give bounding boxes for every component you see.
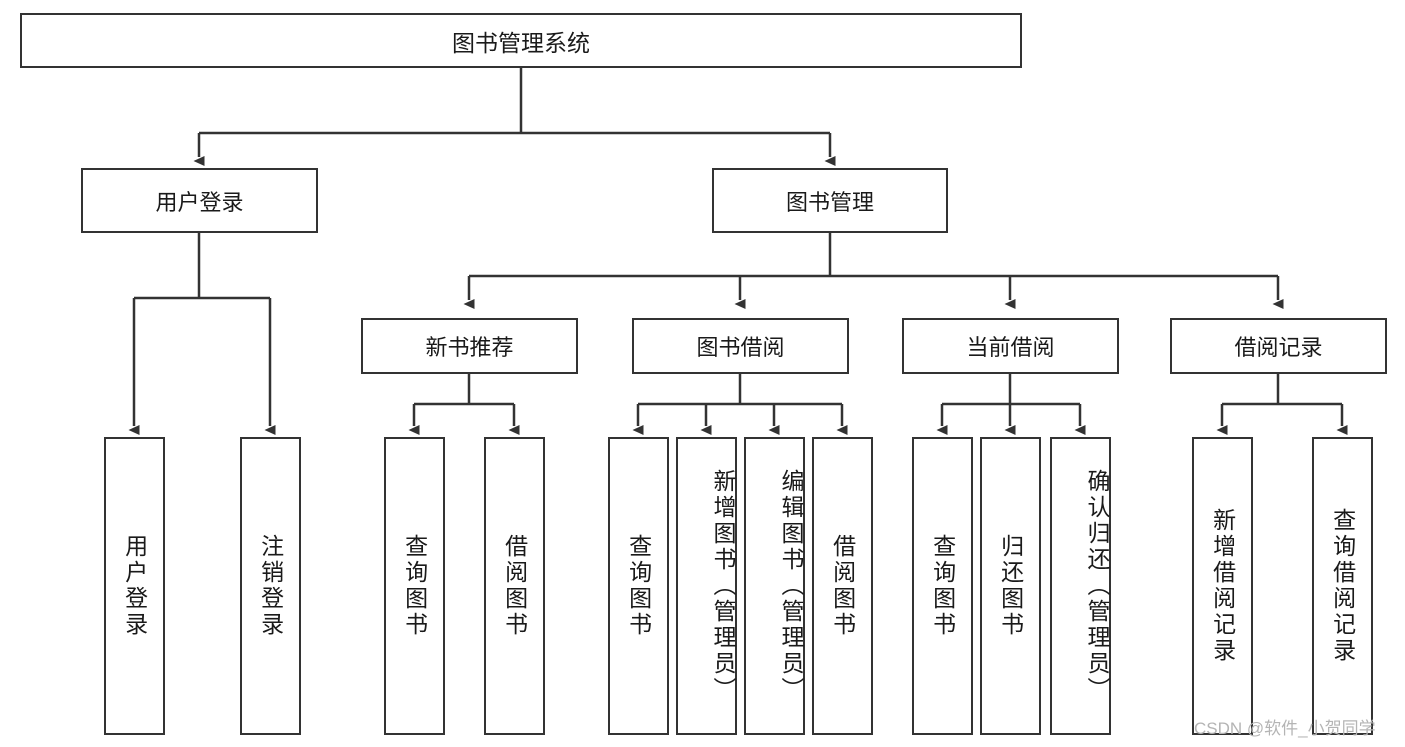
- node-leaf-edit-book-admin[interactable]: 编辑图书（管理员）: [744, 437, 805, 735]
- node-label: 新书推荐: [425, 335, 514, 360]
- node-label: 用户登录: [155, 189, 244, 215]
- node-label: 借阅图书: [501, 534, 528, 638]
- node-new-book-recommendation[interactable]: 新书推荐: [361, 318, 578, 374]
- node-label: 图书借阅: [696, 335, 785, 360]
- node-label: 查询图书: [401, 534, 428, 638]
- node-label: 注销登录: [257, 534, 284, 638]
- node-borrow-records[interactable]: 借阅记录: [1170, 318, 1387, 374]
- node-book-borrowing[interactable]: 图书借阅: [632, 318, 849, 374]
- node-leaf-user-login[interactable]: 用户登录: [104, 437, 165, 735]
- node-label: 借阅记录: [1234, 335, 1323, 360]
- node-root-book-management-system[interactable]: 图书管理系统: [20, 13, 1022, 68]
- csdn-watermark: CSDN @软件_小贺同学: [1194, 719, 1376, 738]
- node-user-login[interactable]: 用户登录: [81, 168, 318, 233]
- node-label: 查询图书: [625, 534, 652, 638]
- node-label: 当前借阅: [966, 335, 1055, 360]
- node-leaf-return-book[interactable]: 归还图书: [980, 437, 1041, 735]
- node-label: 查询图书: [929, 534, 956, 638]
- node-leaf-confirm-return-admin[interactable]: 确认归还（管理员）: [1050, 437, 1111, 735]
- node-book-management[interactable]: 图书管理: [712, 168, 948, 233]
- node-label: 图书管理系统: [452, 29, 590, 56]
- node-label: 图书管理: [785, 189, 874, 215]
- node-leaf-borrow-book[interactable]: 借阅图书: [812, 437, 873, 735]
- node-label: 确认归还（管理员）: [1084, 469, 1110, 703]
- node-label: 新增借阅记录: [1209, 508, 1236, 664]
- node-leaf-query-book-current[interactable]: 查询图书: [912, 437, 973, 735]
- node-label: 新增图书（管理员）: [710, 469, 736, 703]
- node-label: 编辑图书（管理员）: [778, 469, 804, 703]
- node-current-borrowing[interactable]: 当前借阅: [902, 318, 1119, 374]
- node-label: 查询借阅记录: [1329, 508, 1356, 664]
- node-leaf-query-book-borrow[interactable]: 查询图书: [608, 437, 669, 735]
- node-label: 归还图书: [997, 534, 1024, 638]
- node-leaf-borrow-book-rec[interactable]: 借阅图书: [484, 437, 545, 735]
- node-leaf-user-logout[interactable]: 注销登录: [240, 437, 301, 735]
- node-leaf-query-book-rec[interactable]: 查询图书: [384, 437, 445, 735]
- node-leaf-query-borrow-record[interactable]: 查询借阅记录: [1312, 437, 1373, 735]
- node-label: 用户登录: [121, 534, 148, 638]
- node-label: 借阅图书: [829, 534, 856, 638]
- node-leaf-add-borrow-record[interactable]: 新增借阅记录: [1192, 437, 1253, 735]
- node-leaf-add-book-admin[interactable]: 新增图书（管理员）: [676, 437, 737, 735]
